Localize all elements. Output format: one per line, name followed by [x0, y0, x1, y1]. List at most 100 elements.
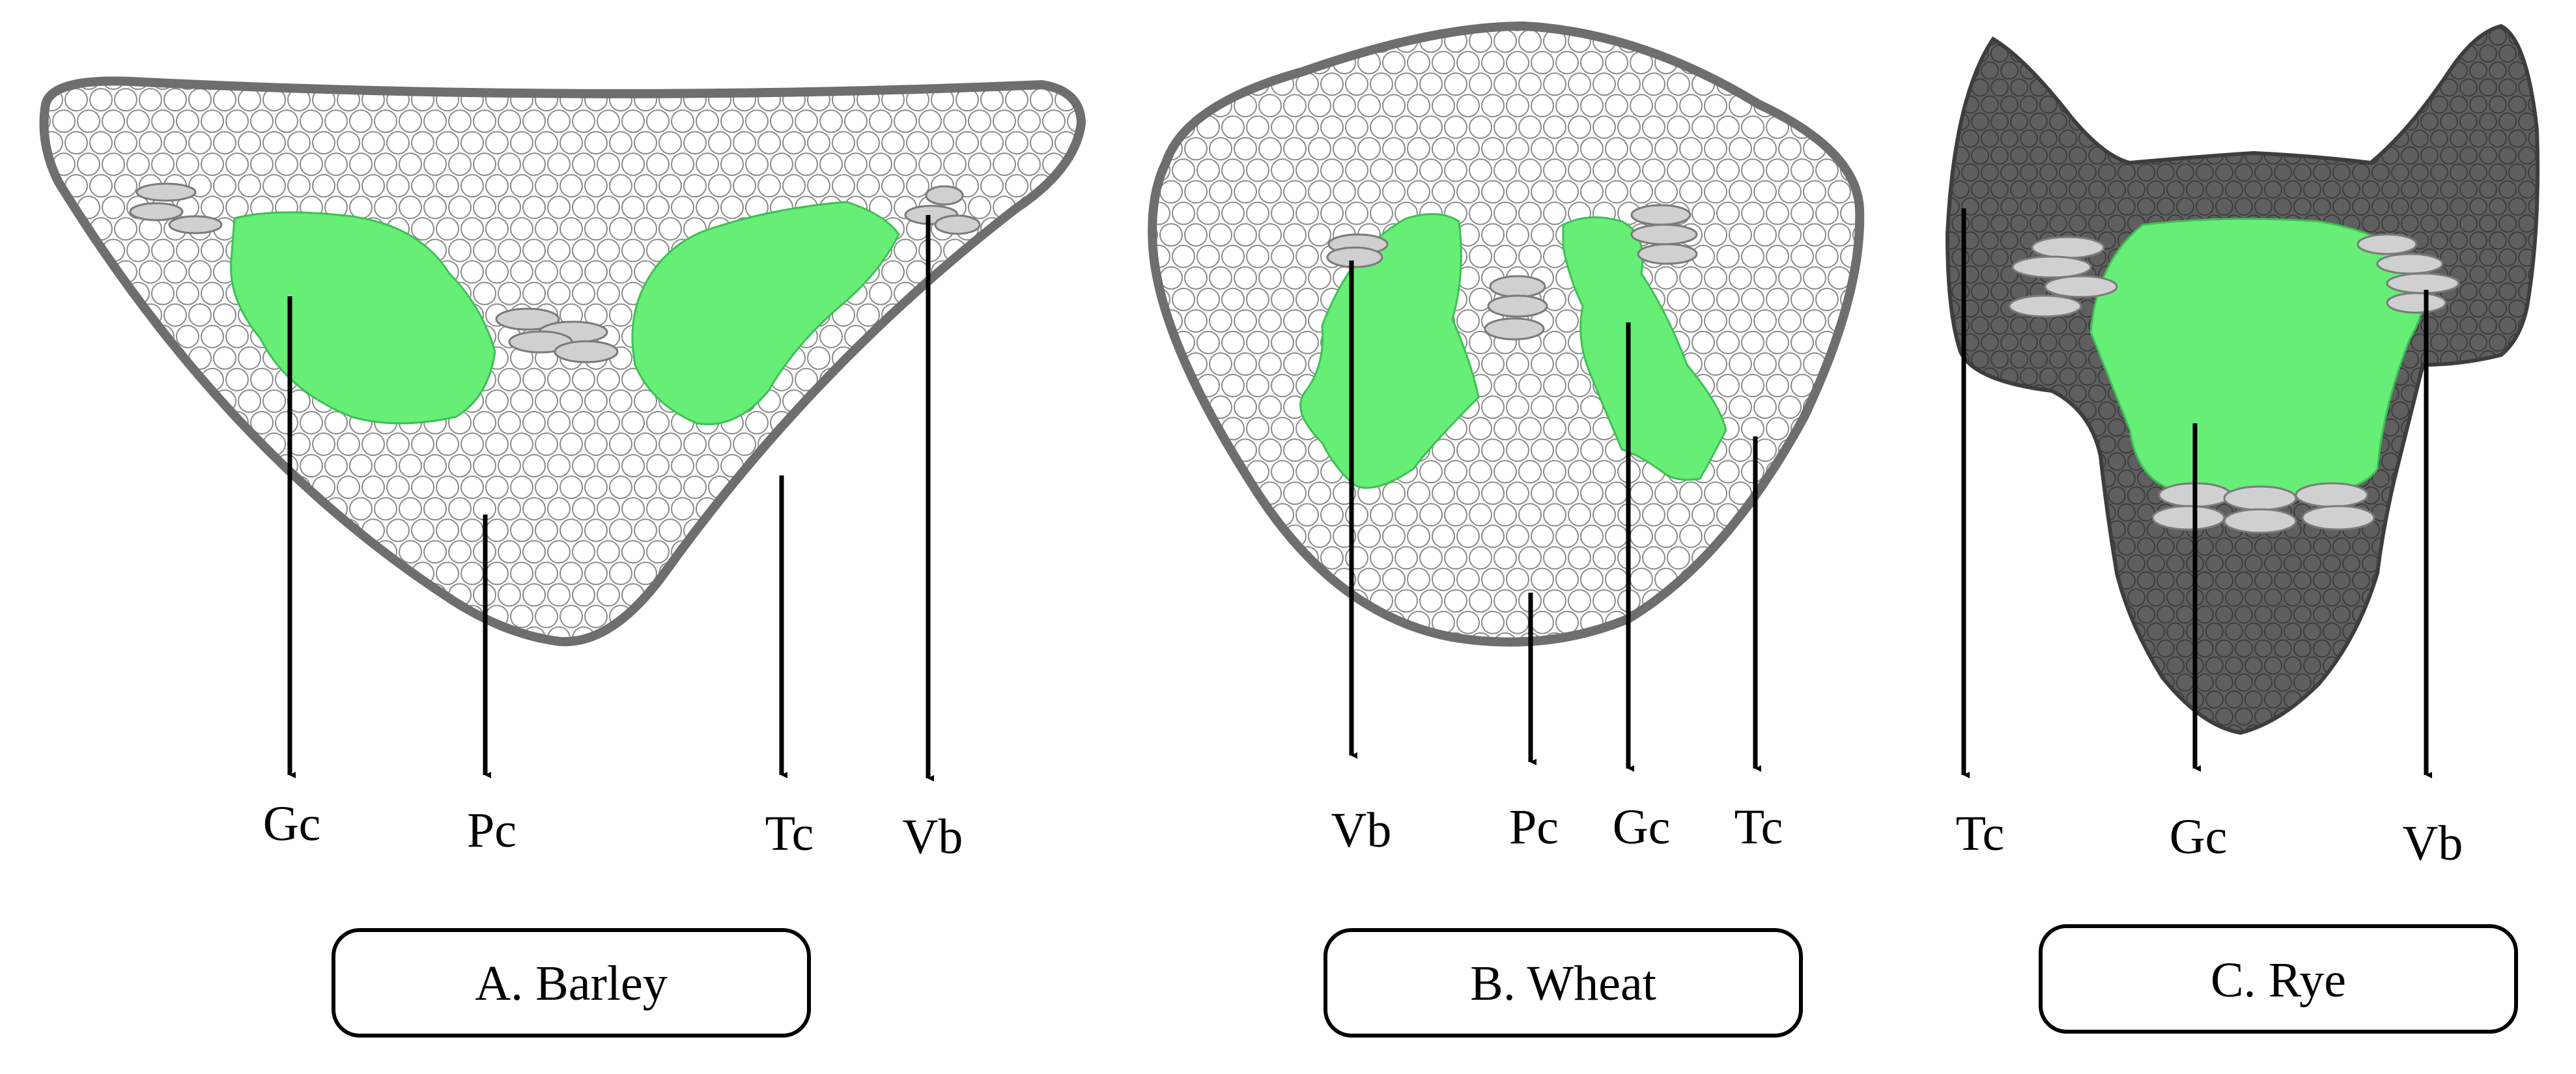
cell — [2469, 571, 2487, 590]
cell — [2538, 385, 2555, 402]
cell — [1407, 567, 1430, 591]
cell — [2186, 180, 2204, 199]
cell — [1543, 115, 1566, 139]
cell — [399, 195, 422, 219]
cell — [2108, 486, 2126, 505]
cell — [1790, 589, 1814, 613]
cell — [980, 518, 1004, 543]
cell — [1815, 589, 1839, 613]
cell — [1469, 287, 1492, 311]
cell — [2420, 316, 2439, 335]
cell — [201, 497, 224, 521]
cell — [1815, 287, 1839, 311]
cell — [1971, 26, 1989, 29]
cell — [2215, 163, 2233, 182]
cell — [572, 81, 595, 90]
cell — [1543, 417, 1566, 441]
cell — [2430, 571, 2448, 590]
cell — [2069, 724, 2087, 733]
cell — [250, 626, 274, 642]
cell — [1741, 201, 1764, 225]
cell — [2293, 197, 2312, 216]
cell — [1469, 417, 1492, 441]
cell — [1518, 201, 1542, 225]
cell — [2127, 724, 2145, 733]
cell — [720, 109, 744, 134]
cell — [1221, 589, 1245, 613]
cell — [2235, 537, 2253, 556]
cell — [2069, 554, 2087, 573]
cell — [1152, 610, 1158, 634]
cell — [1828, 26, 1851, 31]
cell — [2469, 537, 2487, 556]
cell — [1283, 94, 1307, 118]
cell — [448, 195, 472, 219]
cell — [696, 626, 719, 642]
cell — [1184, 481, 1208, 505]
cell — [720, 583, 744, 607]
cell — [114, 561, 137, 586]
cell — [1456, 137, 1480, 161]
cell — [151, 367, 175, 391]
cell — [968, 540, 991, 564]
cell — [1152, 589, 1170, 613]
cell — [52, 497, 76, 521]
cell — [1518, 417, 1542, 441]
cell — [584, 475, 608, 500]
cell — [1840, 632, 1860, 642]
cell — [2498, 112, 2517, 131]
cell — [1042, 281, 1066, 305]
cell — [1308, 524, 1331, 548]
cell — [1184, 180, 1208, 204]
cell — [337, 604, 360, 629]
cell — [1531, 438, 1554, 462]
cell — [262, 561, 286, 586]
cell — [720, 626, 744, 642]
cell — [1704, 266, 1727, 290]
cell — [2479, 724, 2497, 733]
cell — [1729, 352, 1752, 376]
cell — [2000, 469, 2018, 488]
cell — [2098, 197, 2116, 216]
cell — [2459, 214, 2478, 233]
cell — [2069, 486, 2087, 505]
cell — [683, 561, 707, 586]
cell — [2264, 622, 2282, 641]
cell — [856, 561, 880, 586]
cell — [2049, 622, 2067, 641]
cell — [1407, 524, 1430, 548]
cell — [2538, 181, 2555, 198]
cell — [1067, 411, 1081, 434]
cell — [1947, 520, 1950, 539]
cell — [1481, 180, 1505, 204]
cell — [2401, 146, 2419, 165]
cell — [1531, 395, 1554, 419]
cell — [2030, 452, 2048, 471]
cell — [1766, 589, 1789, 613]
cell — [1184, 223, 1208, 247]
cell — [1017, 324, 1041, 348]
cell — [2362, 78, 2380, 97]
cell — [1704, 180, 1727, 204]
cell — [1283, 309, 1307, 333]
cell — [44, 195, 51, 219]
cell — [2420, 452, 2439, 471]
cell — [2088, 690, 2106, 709]
cell — [2371, 707, 2390, 726]
cell — [2538, 45, 2555, 62]
cell — [64, 389, 88, 413]
cell — [2108, 44, 2126, 63]
cell — [2391, 61, 2409, 80]
cell — [1555, 51, 1579, 75]
cell — [1469, 158, 1492, 182]
cell — [2049, 350, 2067, 369]
cell — [2450, 401, 2468, 420]
cell — [2117, 163, 2136, 182]
cell — [89, 303, 113, 327]
cell — [1654, 266, 1678, 290]
cell — [1852, 94, 1860, 118]
cell — [2264, 44, 2282, 63]
cell — [1828, 438, 1851, 462]
cell — [1246, 287, 1269, 311]
rye-label-gc: Gc — [2170, 810, 2228, 864]
